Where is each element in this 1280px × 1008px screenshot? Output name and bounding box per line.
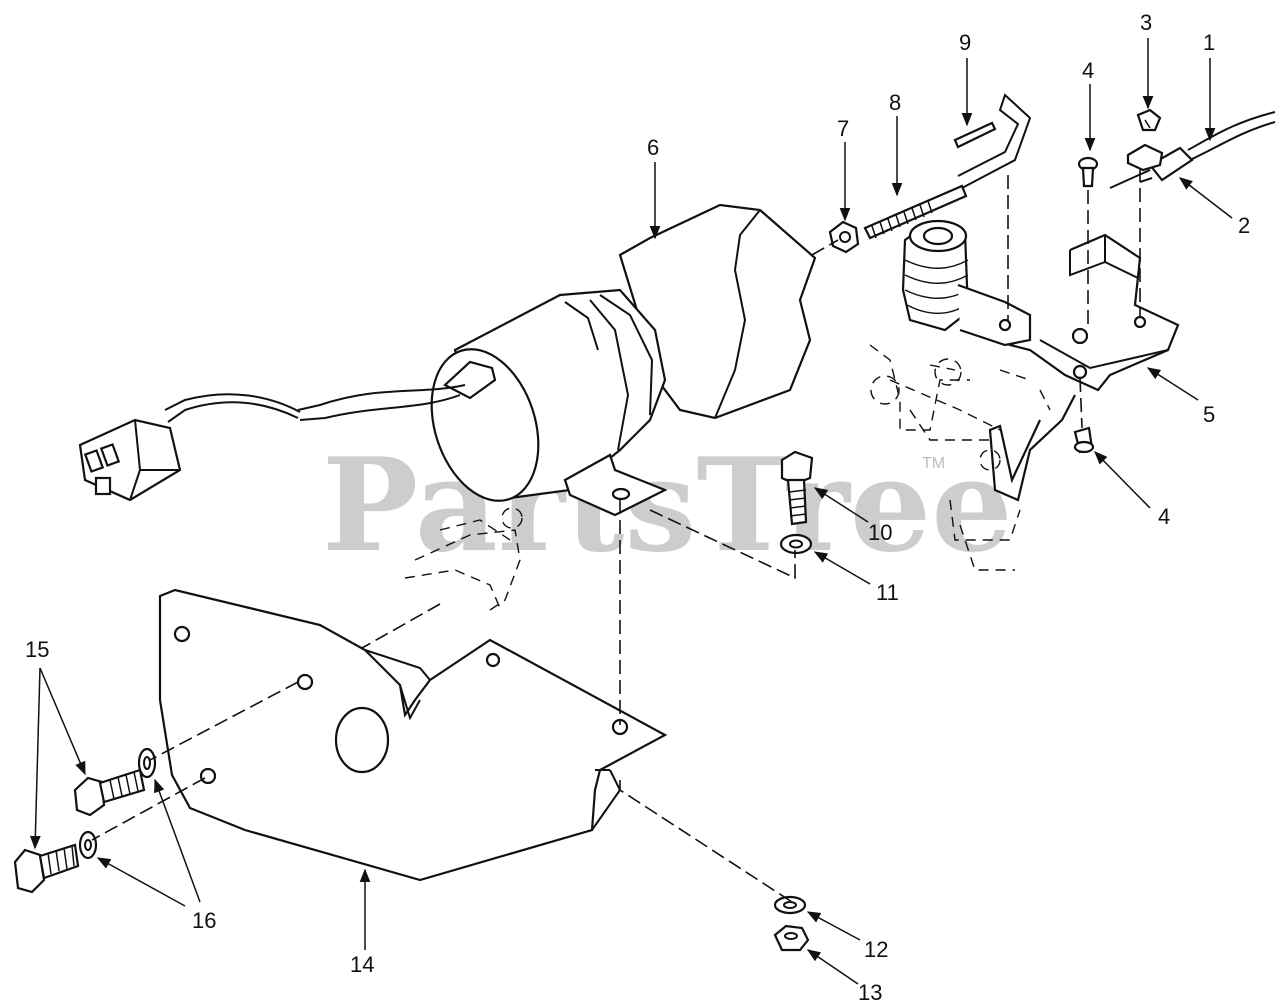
part-1-control-cable: [1187, 111, 1276, 161]
part-8-threaded-link-rod: [863, 93, 1032, 240]
callout-15: 15: [25, 637, 49, 662]
callout-6: 6: [647, 135, 659, 160]
callout-3: 3: [1140, 10, 1152, 35]
engine-ghost-outline-left: [404, 507, 523, 611]
watermark-trademark: TM: [922, 455, 945, 472]
callout-9: 9: [959, 30, 971, 55]
callout-11: 11: [876, 580, 899, 605]
part-7-hex-nut: [828, 220, 860, 254]
part-14-mounting-bracket: [158, 588, 668, 882]
part-4-screw-upper: [1077, 156, 1099, 188]
part-10-bolt: [780, 450, 814, 526]
callout-1: 1: [1203, 30, 1215, 55]
callout-2: 2: [1238, 213, 1250, 238]
part-5-control-bracket: [901, 219, 1180, 502]
wire-harness-connector: [78, 384, 466, 502]
callout-4-lower: 4: [1158, 504, 1170, 529]
assembly-center-lines: [91, 168, 1141, 903]
callout-5: 5: [1203, 402, 1215, 427]
callout-4-upper: 4: [1082, 58, 1094, 83]
part-4-screw-lower: [1073, 426, 1095, 454]
part-15-bolt-lower: [13, 843, 80, 894]
part-2-cable-end: [1109, 146, 1194, 189]
part-15-bolt-upper: [73, 768, 146, 817]
callout-7: 7: [837, 116, 849, 141]
part-11-lock-washer: [779, 533, 813, 555]
watermark: PartsTree TM: [322, 431, 1013, 581]
part-16-lock-washer-lower: [78, 830, 98, 860]
callout-16: 16: [192, 908, 216, 933]
callout-12: 12: [864, 937, 888, 962]
callout-labels: 1 2 3 4 4 5 6 7 8 9 10 11 12 13 14 15 16: [25, 10, 1250, 1005]
callout-10: 10: [868, 520, 892, 545]
callout-13: 13: [858, 980, 882, 1005]
part-9-spring-pin: [953, 121, 997, 149]
watermark-text: PartsTree: [322, 431, 1013, 581]
callout-8: 8: [889, 90, 901, 115]
engine-ghost-outline-right: [869, 344, 1051, 571]
part-13-hex-nut: [773, 924, 810, 952]
part-12-washer: [773, 895, 807, 915]
callout-leaders: [29, 38, 1233, 985]
part-3-cable-clamp: [1126, 108, 1164, 172]
part-6-fuel-solenoid: [430, 203, 817, 517]
part-16-lock-washer-upper: [137, 747, 157, 779]
callout-14: 14: [350, 952, 374, 977]
